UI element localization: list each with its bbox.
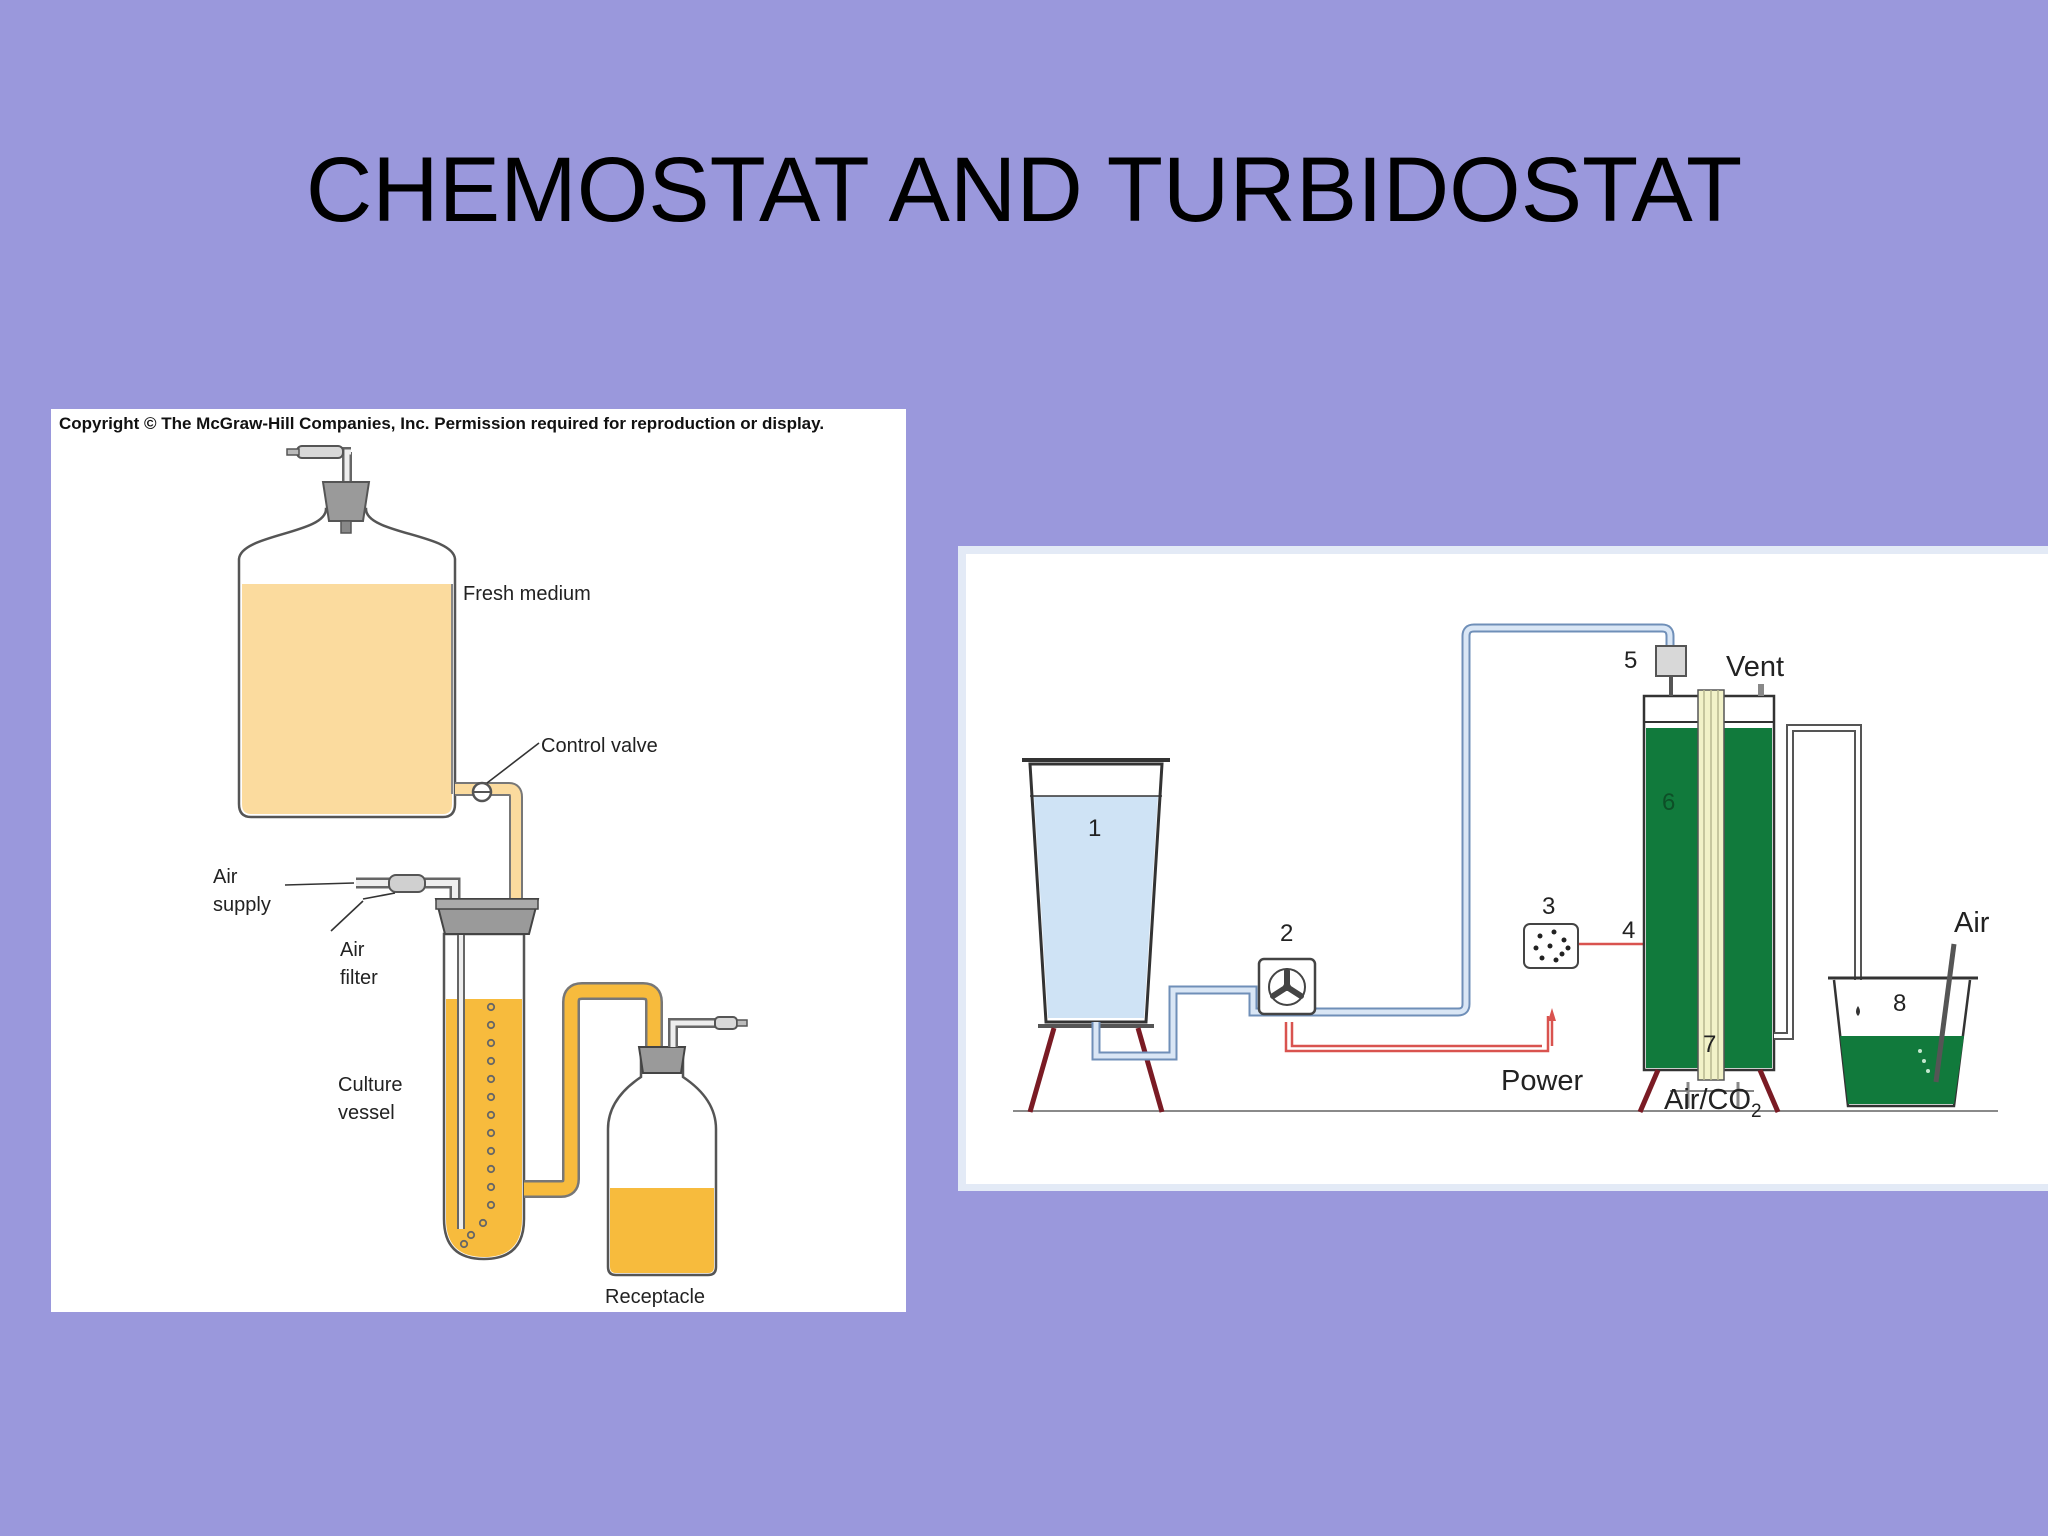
label-vent: Vent <box>1726 651 1784 683</box>
label-fresh-medium: Fresh medium <box>463 583 591 605</box>
fresh-medium-bottle <box>237 481 457 819</box>
label-culture-vessel-line1: Culture <box>338 1074 402 1096</box>
label-culture-vessel-line2: vessel <box>338 1102 395 1124</box>
label-air-co2-main: Air/CO <box>1664 1084 1751 1116</box>
turbidity-controller <box>1523 923 1579 969</box>
medium-tubing <box>1091 623 1675 1061</box>
label-power: Power <box>1501 1065 1584 1097</box>
receptacle-bottle <box>606 1016 748 1277</box>
chemostat-diagram: Copyright © The McGraw-Hill Companies, I… <box>51 409 906 1312</box>
air-bubbles <box>459 1002 496 1249</box>
label-8: 8 <box>1893 990 1906 1017</box>
label-air-co2: Air/CO2 <box>1664 1084 1762 1122</box>
label-air-co2-subscript: 2 <box>1751 1101 1762 1122</box>
copyright-notice: Copyright © The McGraw-Hill Companies, I… <box>59 414 824 433</box>
label-5: 5 <box>1624 647 1637 674</box>
overflow-line <box>1774 724 1862 1040</box>
label-air-supply-line2: supply <box>213 894 271 916</box>
label-air-filter-line2: filter <box>340 967 378 989</box>
slide-title: CHEMOSTAT AND TURBIDOSTAT <box>305 139 1743 241</box>
label-3: 3 <box>1542 893 1555 920</box>
label-air: Air <box>1954 907 1990 939</box>
label-1: 1 <box>1088 815 1101 842</box>
label-air-filter-line1: Air <box>340 939 365 961</box>
label-air-supply-line1: Air <box>213 866 238 888</box>
label-2: 2 <box>1280 920 1293 947</box>
leader-lines <box>284 742 540 932</box>
culture-vessel <box>434 898 540 1261</box>
medium-inlet-tube <box>286 445 352 481</box>
label-7: 7 <box>1703 1031 1716 1058</box>
photobioreactor <box>1637 645 1781 1113</box>
overflow-tube <box>524 982 663 1198</box>
medium-reservoir <box>1022 758 1170 1113</box>
collection-beaker <box>1828 943 1978 1108</box>
label-6: 6 <box>1662 789 1675 816</box>
label-receptacle: Receptacle <box>605 1286 705 1308</box>
turbidostat-diagram: 1 2 3 4 5 6 7 8 Vent Air Power Air/CO2 <box>958 546 2048 1191</box>
control-valve <box>471 781 493 803</box>
label-4: 4 <box>1622 917 1635 944</box>
label-control-valve: Control valve <box>541 735 658 757</box>
peristaltic-pump <box>1257 957 1317 1016</box>
